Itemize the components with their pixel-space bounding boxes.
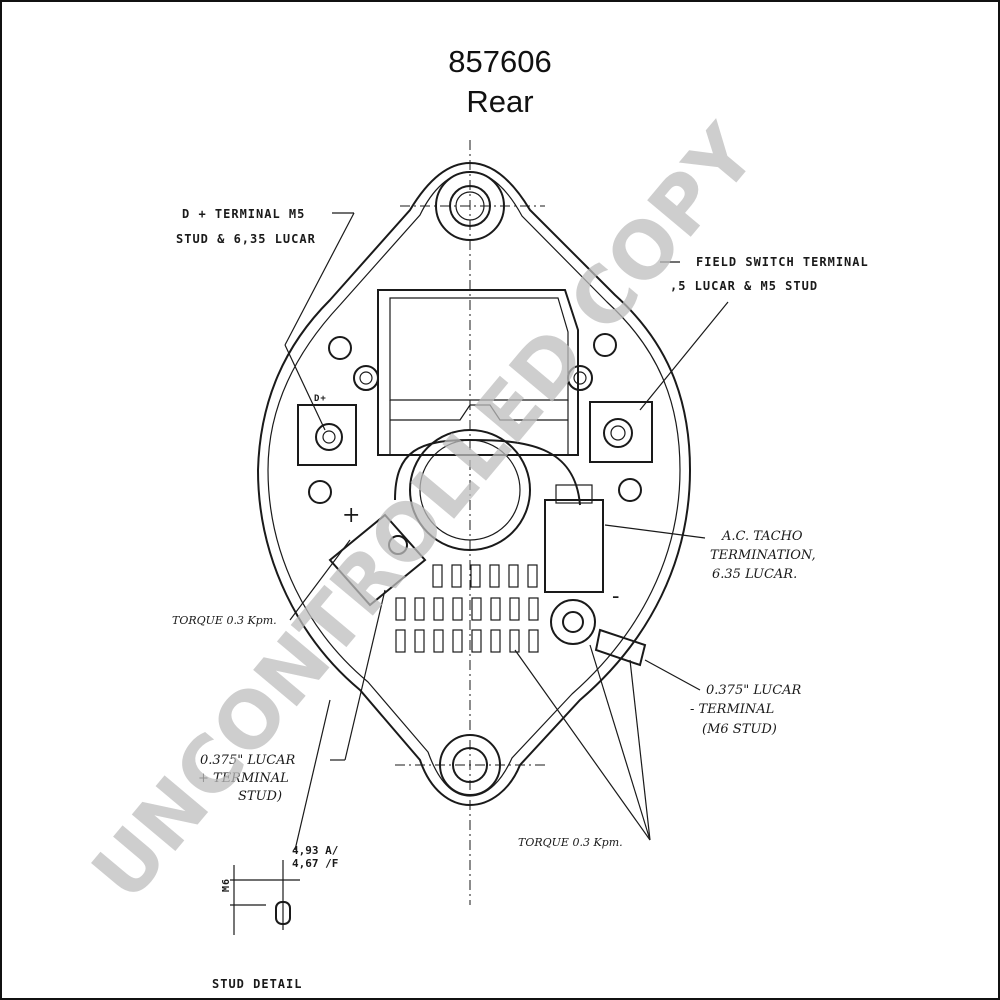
torque-bottom-label: TORQUE 0.3 Kpm.: [518, 836, 623, 849]
title-block: 857606 Rear: [0, 42, 1000, 122]
housing-screws: [308, 333, 642, 504]
field-switch-label-line1: FIELD SWITCH TERMINAL: [696, 255, 869, 269]
stud-detail-sketch: [230, 860, 300, 935]
minus-sign: -: [612, 584, 619, 609]
watermark: UNCONTROLLED COPY: [76, 108, 775, 917]
ac-tacho-label-line3: 6.35 LUCAR.: [712, 567, 797, 582]
d-plus-label-line1: D + TERMINAL M5: [182, 207, 305, 221]
ac-tacho-label-line2: TERMINATION,: [710, 548, 816, 563]
d-plus-label-line2: STUD & 6,35 LUCAR: [176, 232, 316, 246]
leader-lines: [284, 212, 729, 851]
bottom-mounting-eye: [439, 734, 501, 796]
d-plus-terminal: [297, 404, 357, 466]
positive-terminal-label-line1: 0.375" LUCAR: [200, 753, 296, 768]
positive-terminal-lucar: [328, 513, 427, 607]
stud-detail-label: STUD DETAIL: [212, 977, 302, 991]
regulator-block: [377, 289, 579, 456]
plus-sign: +: [342, 503, 360, 528]
field-switch-label-line2: ,5 LUCAR & M5 STUD: [670, 279, 818, 293]
top-mounting-eye: [435, 171, 505, 241]
ac-tacho-connector: [544, 484, 604, 593]
tacho-wire: [394, 438, 581, 506]
negative-terminal-stud: [550, 599, 647, 667]
negative-terminal-label-line3: (M6 STUD): [702, 722, 777, 737]
stud-size-label: M6: [221, 878, 232, 892]
torque-left-label: TORQUE 0.3 Kpm.: [172, 614, 277, 627]
part-number: 857606: [448, 44, 552, 79]
view-label: Rear: [466, 84, 534, 119]
thread-spec-line1: 4,93 A/: [292, 844, 339, 857]
positive-terminal-label-line2: + TERMINAL: [198, 771, 289, 786]
cooling-slots: [395, 564, 539, 653]
d-plus-mark: D+: [314, 394, 327, 404]
thread-spec-line2: 4,67 /F: [292, 857, 338, 870]
negative-terminal-label-line1: 0.375" LUCAR: [706, 683, 802, 698]
field-switch-terminal: [589, 401, 653, 463]
negative-terminal-label-line2: - TERMINAL: [690, 702, 774, 717]
ac-tacho-label-line1: A.C. TACHO: [721, 529, 803, 544]
positive-terminal-label-line3: STUD): [238, 789, 282, 804]
